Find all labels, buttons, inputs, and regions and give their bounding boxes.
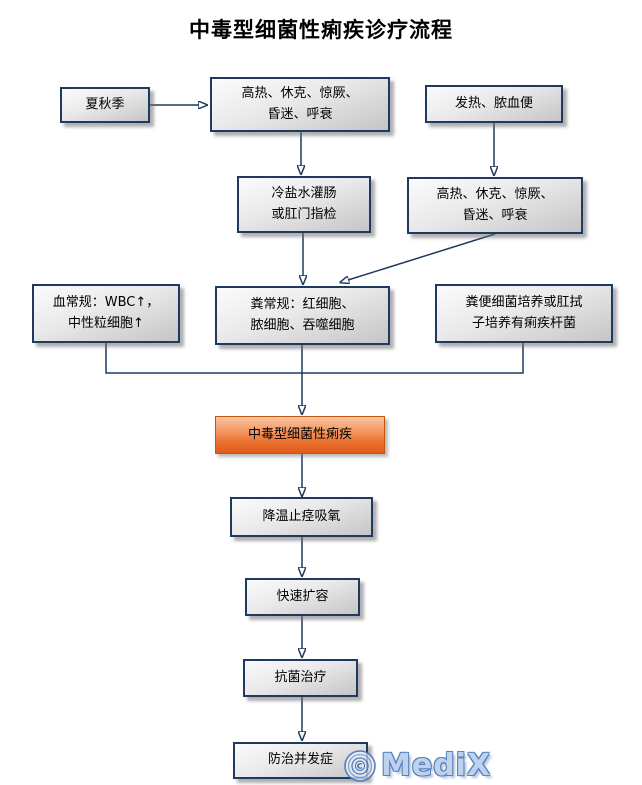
node-stool-test: 粪常规：红细胞、 脓细胞、吞噬细胞 [215, 286, 390, 345]
node-season: 夏秋季 [60, 87, 150, 123]
watermark: © MediX [342, 747, 491, 783]
node-diagnosis: 中毒型细菌性痢疾 [215, 416, 385, 454]
node-treatment-antibacterial: 抗菌治疗 [243, 659, 358, 697]
watermark-text: MediX [381, 747, 492, 783]
connector-symptoms-right-to-stool [348, 233, 496, 280]
node-symptoms-main: 高热、休克、惊厥、 昏迷、呼衰 [210, 77, 390, 132]
node-fever-stool: 发热、脓血便 [425, 85, 563, 123]
connector-merge-lines [105, 343, 524, 374]
page-title: 中毒型细菌性痢疾诊疗流程 [189, 18, 453, 42]
node-blood-test: 血常规：WBC↑， 中性粒细胞↑ [32, 284, 180, 343]
svg-text:©: © [353, 759, 367, 775]
node-treatment-expansion: 快速扩容 [245, 578, 360, 616]
node-symptoms-right: 高热、休克、惊厥、 昏迷、呼衰 [407, 177, 583, 234]
node-culture: 粪便细菌培养或肛拭 子培养有痢疾杆菌 [435, 284, 613, 343]
node-treatment-cooling: 降温止痉吸氧 [230, 497, 373, 537]
node-enema: 冷盐水灌肠 或肛门指检 [237, 176, 371, 233]
copyright-icon: © [344, 750, 376, 782]
